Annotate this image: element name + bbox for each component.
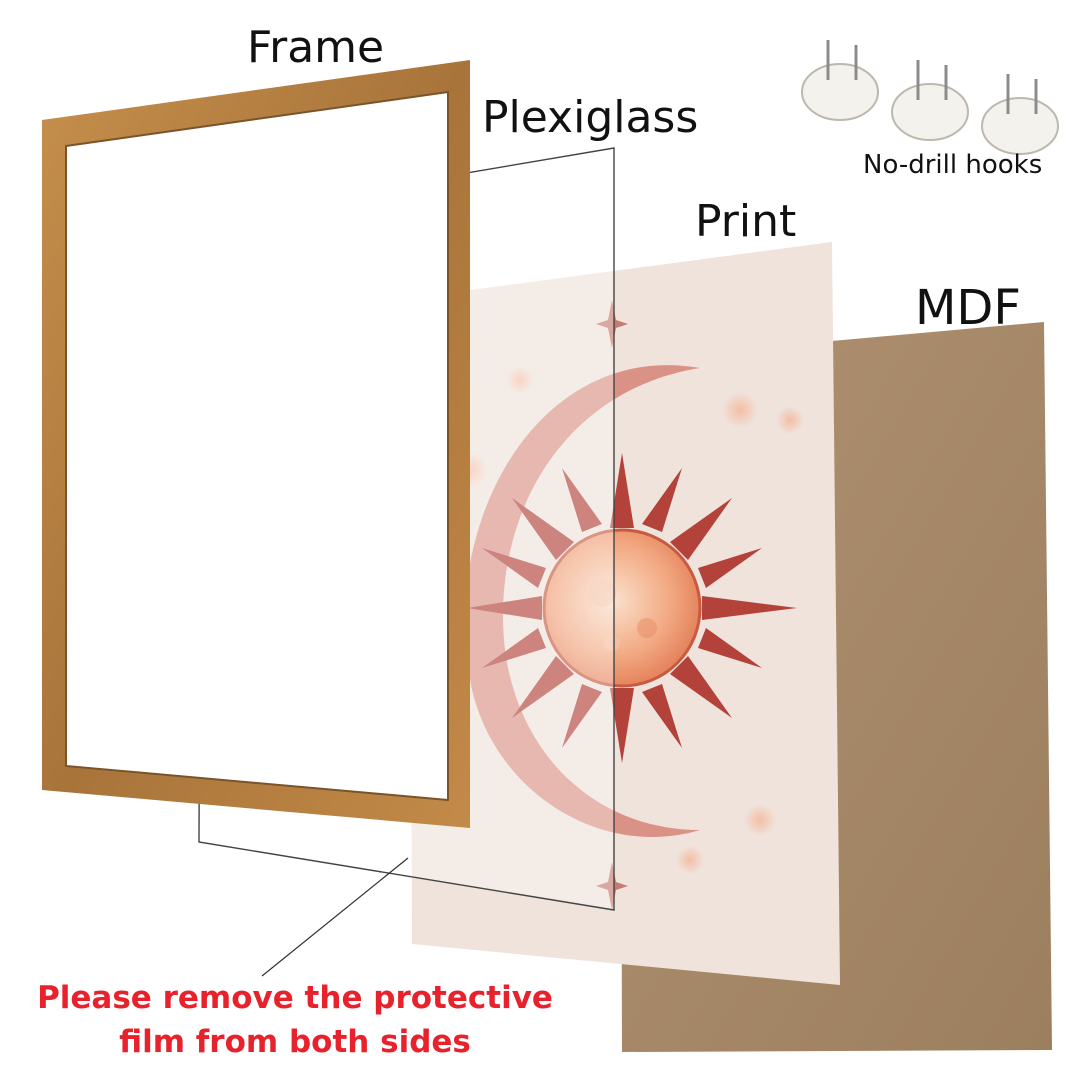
print-label: Print <box>695 196 797 247</box>
hooks-label: No-drill hooks <box>863 150 1043 180</box>
plexiglass-label: Plexiglass <box>482 92 699 143</box>
notice-line-1: Please remove the protective <box>37 980 553 1016</box>
frame-label: Frame <box>247 22 385 73</box>
wood-frame <box>42 60 470 828</box>
sparkle-icon <box>596 300 628 348</box>
callout-line <box>261 857 409 977</box>
notice-line-2: film from both sides <box>119 1024 471 1060</box>
hook-icon <box>981 74 1059 155</box>
hook-icon <box>891 60 969 141</box>
protective-film-notice: Please remove the protective film from b… <box>0 976 590 1064</box>
sun-icon <box>467 453 797 763</box>
print-artwork <box>410 242 840 985</box>
mdf-label: MDF <box>915 280 1021 336</box>
crescent-moon-icon <box>464 365 700 837</box>
sparkle-icon <box>596 862 628 910</box>
hook-icon <box>801 40 879 121</box>
